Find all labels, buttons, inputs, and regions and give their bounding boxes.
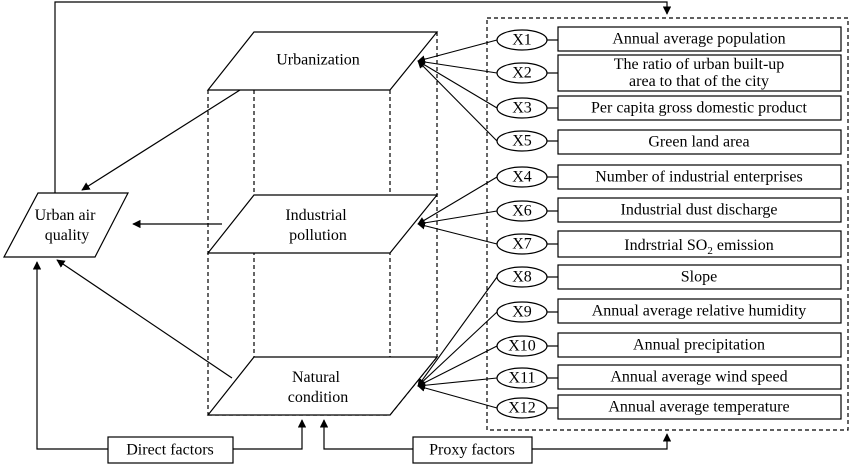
factor-label-rest: emission: [713, 237, 774, 254]
urban-air-quality-line-1: Urban air: [35, 207, 97, 224]
factor-x9: X9 Annual average relative humidity: [496, 298, 842, 324]
factor-label-box: [557, 54, 842, 92]
factor-label: Annual average temperature: [608, 399, 789, 416]
factor-arrow-x7: [417, 221, 498, 245]
industrial-pollution-label: Industrial pollution: [285, 207, 350, 244]
factor-x6: X6 Industrial dust discharge: [496, 197, 842, 223]
factor-id: X2: [512, 65, 532, 82]
bottom-loops: [32, 261, 672, 450]
factor-x7: X7 Indrstrial SO2 emission: [496, 230, 842, 258]
urban-air-quality-line-2: quality: [45, 227, 89, 244]
factor-label: Annual average wind speed: [610, 369, 787, 386]
factor-x10: X10 Annual precipitation: [496, 332, 842, 358]
factor-label-line-1: The ratio of urban built-up: [614, 56, 785, 73]
factor-arrow-x5: [417, 60, 498, 142]
natural-condition-label: Natural condition: [288, 369, 348, 406]
factor-arrow-x3: [417, 60, 498, 109]
factor-label-box: [557, 332, 842, 358]
factor-label: Annual average relative humidity: [592, 303, 807, 320]
factor-id: X4: [512, 169, 532, 186]
factor-id: X7: [512, 236, 532, 253]
natural-condition-line-1: Natural: [292, 369, 341, 386]
direct-factors-label: Direct factors: [126, 442, 214, 459]
factor-label-box: [557, 197, 842, 223]
factor-label-box: [557, 298, 842, 324]
natural-condition-line-2: condition: [288, 389, 348, 406]
factor-label: Annual average population: [612, 31, 785, 48]
factor-arrow-x1: [417, 39, 498, 63]
top-loop: [54, 1, 672, 193]
factor-x12: X12 Annual average temperature: [496, 394, 842, 420]
proxy-factors-box: [412, 436, 533, 464]
factor-id: X5: [512, 133, 532, 150]
factor-label-box: [557, 95, 842, 121]
factor-arrow-x11: [417, 377, 498, 390]
factor-arrow-x2: [417, 58, 498, 74]
factor-id: X12: [508, 400, 536, 417]
industrial-pollution-line-2: pollution: [289, 227, 347, 244]
factor-arrow-x6: [417, 210, 498, 227]
factor-id: X11: [509, 370, 536, 387]
factor-arrow-x10: [417, 345, 498, 387]
factor-label-box: [557, 230, 842, 258]
factor-arrow-x12: [417, 384, 498, 409]
factor-label: Indrstrial SO2 emission: [624, 237, 774, 257]
factor-label-line-2: area to that of the city: [629, 73, 769, 90]
factor-x5: X5 Green land area: [496, 129, 842, 155]
natural-condition-shape: [206, 356, 439, 416]
proxy-factors-label: Proxy factors: [429, 442, 515, 459]
factor-label: Slope: [681, 269, 717, 286]
factor-box: [486, 17, 849, 431]
factor-x1: X1 Annual average population: [496, 26, 842, 52]
factor-x3: X3 Per capita gross domestic product: [496, 95, 842, 121]
factor-label-box: [557, 26, 842, 52]
factor-label-subscript: 2: [707, 245, 713, 257]
factor-id: X10: [508, 338, 536, 355]
factor-id: X9: [512, 304, 532, 321]
factor-id: X8: [512, 269, 532, 286]
factor-arrows: [417, 39, 498, 409]
urban-air-quality-label: Urban air quality: [35, 207, 100, 244]
factor-arrow-x9: [417, 311, 498, 387]
urbanization-label: Urbanization: [276, 52, 360, 69]
factor-id: X3: [512, 100, 532, 117]
factor-label-box: [557, 364, 842, 390]
factor-label-box: [557, 264, 842, 290]
factor-x11: X11 Annual average wind speed: [496, 364, 842, 390]
factor-id: X1: [512, 32, 532, 49]
industrial-pollution-line-1: Industrial: [285, 207, 347, 224]
urban-air-quality-shape: [3, 192, 129, 258]
industrial-pollution-shape: [206, 194, 439, 254]
factor-arrow-x8: [417, 276, 498, 387]
factor-label-main: Indrstrial SO: [624, 237, 707, 254]
factor-x8: X8 Slope: [496, 264, 842, 290]
direct-arrows: [56, 89, 241, 379]
factor-label-box: [557, 164, 842, 190]
factor-label: Number of industrial enterprises: [595, 169, 803, 186]
factor-label: Annual precipitation: [633, 337, 765, 354]
urbanization-shape: [206, 31, 439, 91]
factor-label: Green land area: [648, 134, 749, 151]
factor-id: X6: [512, 203, 532, 220]
factor-x4: X4 Number of industrial enterprises: [496, 164, 842, 190]
factor-label: Industrial dust discharge: [620, 202, 777, 219]
factor-label: Per capita gross domestic product: [591, 100, 808, 117]
direct-factors-box: [107, 436, 234, 464]
factor-label-box: [557, 129, 842, 155]
factor-label-box: [557, 394, 842, 420]
factor-arrow-x4: [417, 176, 498, 225]
